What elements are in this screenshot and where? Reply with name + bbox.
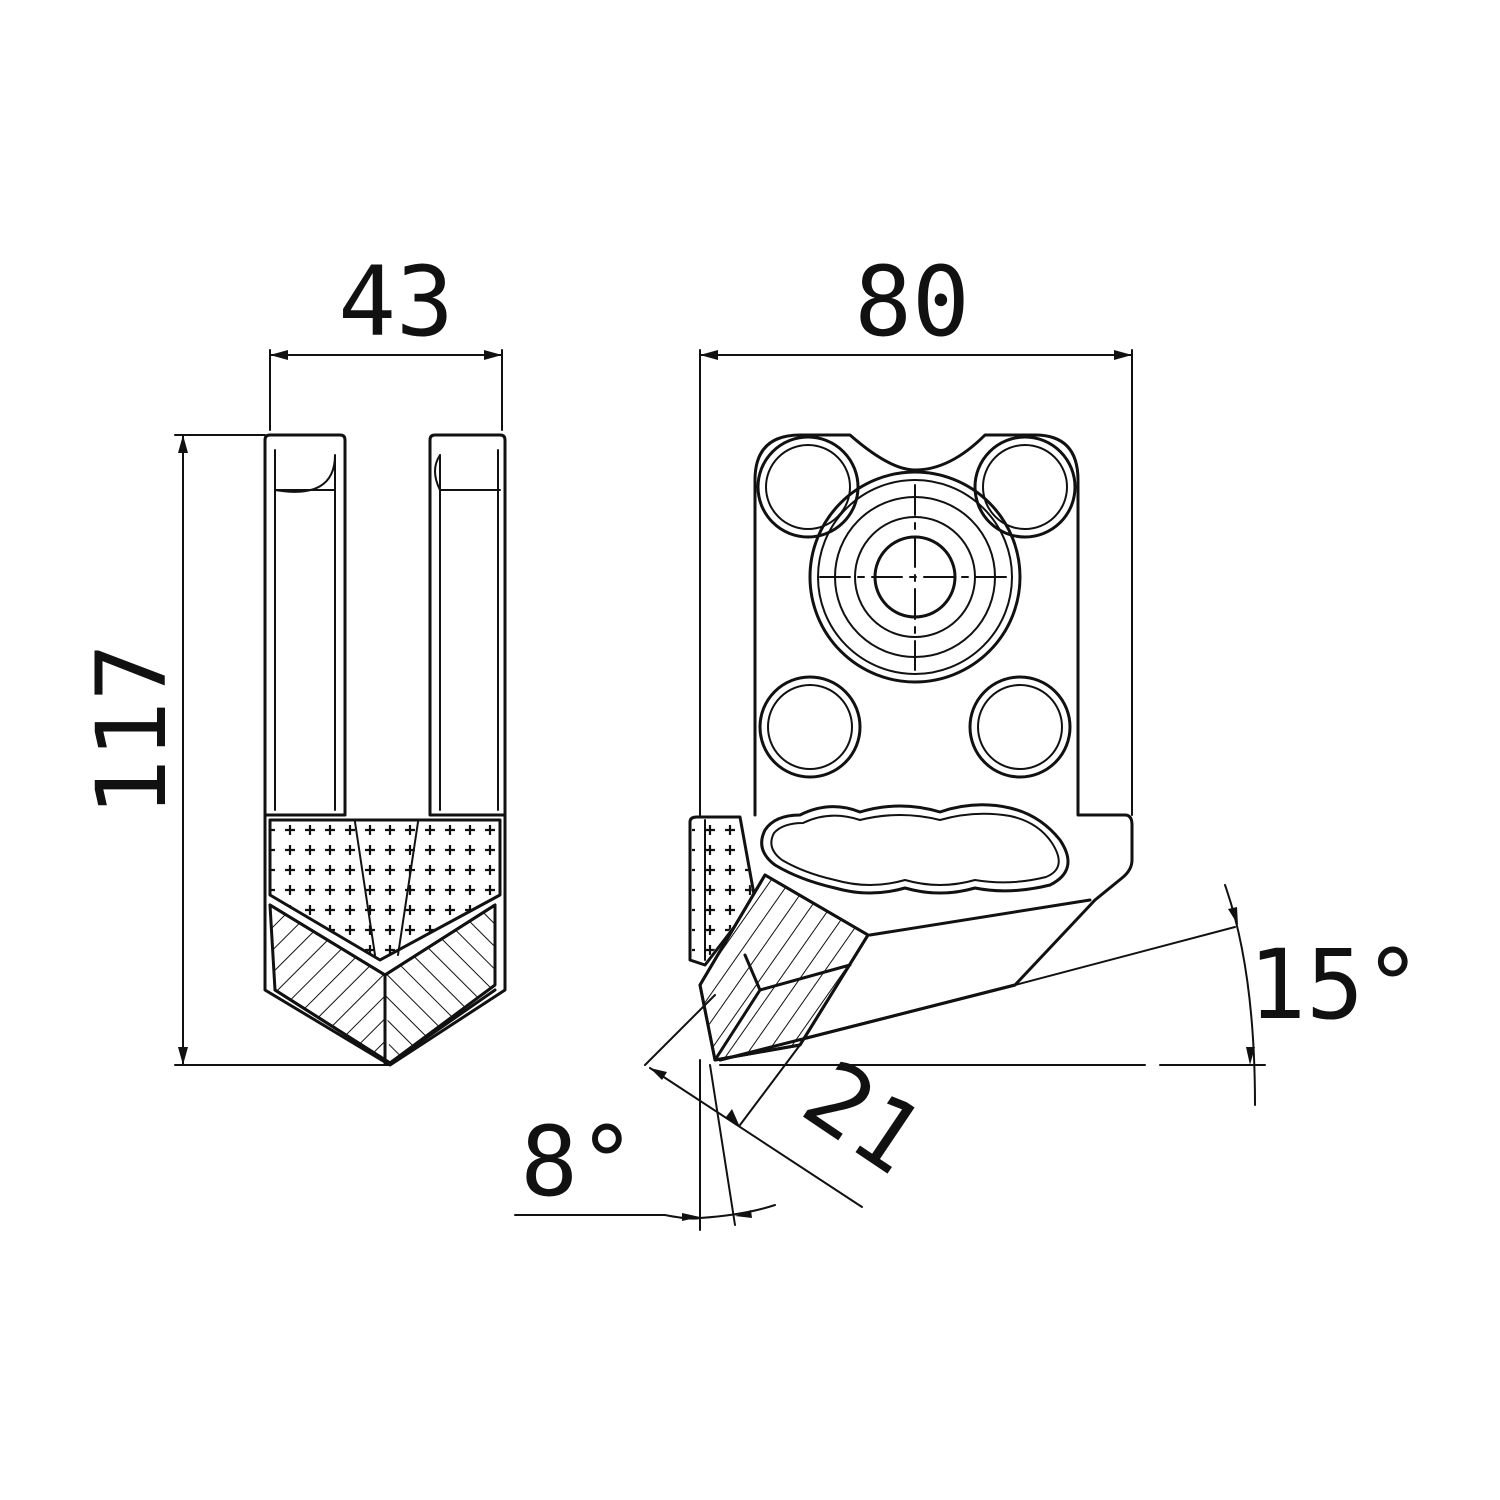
front-tip-hatch-left [270,905,385,1063]
side-body-outline [718,433,1134,1062]
left-prong [263,433,347,817]
left-prong-chamfer [274,449,336,811]
dim-height: 117 [76,434,391,1066]
dim-height-label: 117 [76,643,188,816]
dim-width-front: 43 [269,246,503,431]
side-tip-hatch [700,875,868,1060]
front-view [263,433,507,1067]
lower-right-hole [968,675,1072,779]
center-bolt-outer [808,470,1022,684]
dim-angle-side-label: 8° [520,1106,636,1218]
front-tip-hatch-right [385,905,495,1063]
top-left-hole [756,435,860,539]
wavy-slot [760,803,1070,895]
dim-angle-bottom-label: 15° [1248,929,1421,1041]
front-carbide-divider [354,821,419,956]
side-bottom-flank [718,898,1092,1062]
dim-width-side: 80 [699,246,1133,816]
side-view [688,433,1134,1062]
side-tip-outline [698,873,870,1062]
lower-left-hole [758,675,862,779]
dim-width-front-label: 43 [338,246,454,358]
front-tip-outline [268,903,497,1065]
center-crosshair [819,484,1011,671]
wavy-slot-inner [770,812,1060,886]
dim-angle-side: 8° [514,1059,776,1231]
side-carbide-dots [692,820,753,962]
dim-angle-bottom: 15° [719,884,1422,1106]
right-prong-chamfer [434,449,501,811]
front-carbide-dots [270,820,500,960]
top-right-hole [973,435,1077,539]
right-prong [428,433,507,817]
dim-width-side-label: 80 [854,246,970,358]
